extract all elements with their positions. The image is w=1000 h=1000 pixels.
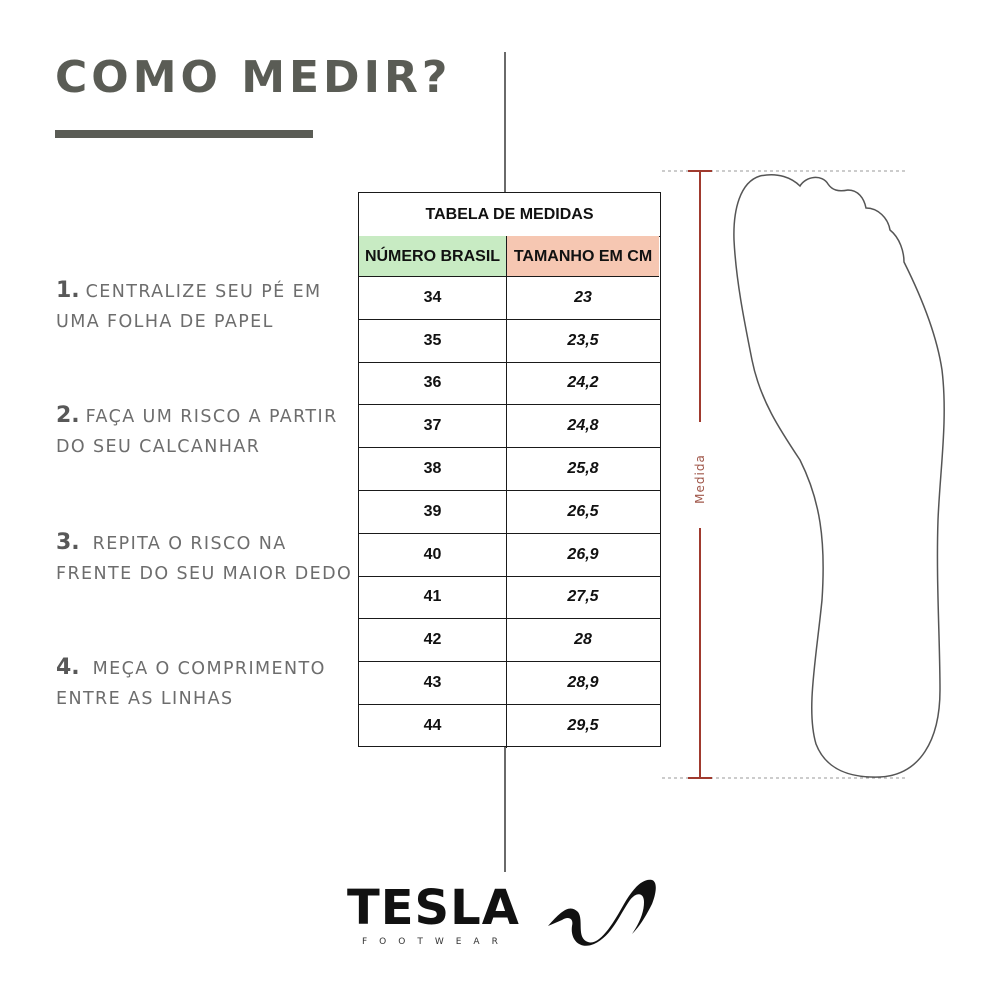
table-row: 37 24,8: [359, 405, 660, 449]
step-number: 1.: [56, 278, 80, 303]
step-text: DO SEU CALCANHAR: [56, 437, 261, 457]
size-cell: 34: [359, 277, 507, 319]
step-text: REPITA O RISCO NA: [92, 534, 287, 554]
cm-cell: 26,5: [567, 502, 599, 520]
step-3: 3. REPITA O RISCO NA FRENTE DO SEU MAIOR…: [56, 528, 352, 589]
cm-cell: 28,9: [567, 674, 599, 692]
step-text: CENTRALIZE SEU PÉ EM: [85, 282, 322, 302]
brand-wave-icon: [548, 879, 656, 946]
step-text: ENTRE AS LINHAS: [56, 689, 234, 709]
measure-label: Medida: [693, 454, 707, 504]
table-row: 40 26,9: [359, 533, 660, 577]
step-2: 2.FAÇA UM RISCO A PARTIR DO SEU CALCANHA…: [56, 401, 338, 462]
table-body: 34 23 35 23,5 36 24,2 37 24,8 38 25,8 39 26,5 40 26,9…: [359, 277, 660, 748]
table-row: 42 28: [359, 619, 660, 663]
size-cell: 43: [359, 662, 507, 704]
table-row: 36 24,2: [359, 362, 660, 406]
cm-cell: 29,5: [567, 717, 599, 735]
step-number: 2.: [56, 403, 80, 428]
cm-cell: 23,5: [567, 331, 599, 349]
step-text: UMA FOLHA DE PAPEL: [56, 312, 274, 332]
table-row: 35 23,5: [359, 319, 660, 363]
step-number: 3.: [56, 530, 80, 555]
step-text: FRENTE DO SEU MAIOR DEDO: [56, 564, 353, 584]
size-cell: 36: [359, 362, 507, 405]
cm-cell: 28: [574, 631, 592, 649]
brand-logo-text: TESLA: [347, 880, 520, 936]
size-cell: 41: [359, 576, 507, 619]
size-cell: 35: [359, 319, 507, 362]
step-text: FAÇA UM RISCO A PARTIR: [85, 407, 338, 427]
cm-cell: 23: [574, 288, 592, 306]
size-cell: 39: [359, 490, 507, 533]
step-4: 4. MEÇA O COMPRIMENTO ENTRE AS LINHAS: [56, 653, 326, 714]
header-numero-brasil: NÚMERO BRASIL: [359, 236, 507, 277]
size-cell: 44: [359, 704, 507, 748]
size-cell: 40: [359, 533, 507, 576]
cm-cell: 26,9: [567, 545, 599, 563]
table-row: 41 27,5: [359, 576, 660, 620]
table-row: 44 29,5: [359, 704, 660, 748]
cm-cell: 25,8: [567, 460, 599, 478]
table-row: 39 26,5: [359, 490, 660, 534]
foot-outline-icon: [733, 174, 945, 778]
step-text: MEÇA O COMPRIMENTO: [92, 659, 326, 679]
title-underline: [55, 130, 313, 138]
table-row: 34 23: [359, 277, 660, 320]
cm-cell: 27,5: [567, 588, 599, 606]
table-row: 43 28,9: [359, 662, 660, 705]
header-tamanho-cm: TAMANHO EM CM: [507, 236, 659, 277]
step-number: 4.: [56, 655, 80, 680]
size-cell: 38: [359, 448, 507, 490]
cm-cell: 24,8: [567, 417, 599, 435]
brand-subtitle: FOOTWEAR: [362, 937, 510, 947]
cm-cell: 24,2: [567, 374, 599, 392]
size-table: TABELA DE MEDIDAS NÚMERO BRASIL TAMANHO …: [358, 192, 661, 748]
size-cell: 37: [359, 405, 507, 448]
size-cell: 42: [359, 619, 507, 662]
table-row: 38 25,8: [359, 448, 660, 491]
step-1: 1.CENTRALIZE SEU PÉ EM UMA FOLHA DE PAPE…: [56, 276, 322, 337]
page-title: COMO MEDIR?: [55, 52, 452, 103]
